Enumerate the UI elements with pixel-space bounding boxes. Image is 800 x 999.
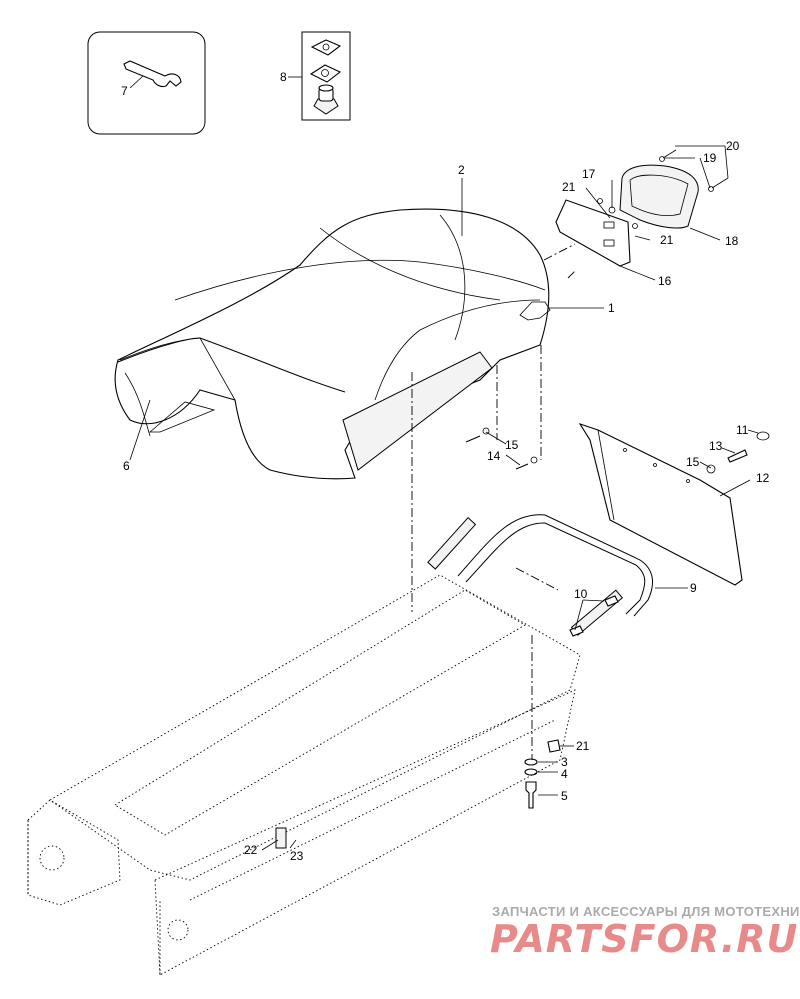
- seat: [114, 208, 550, 480]
- hardware-stack: [524, 739, 561, 809]
- label-17: 17: [582, 167, 596, 181]
- seat-fasteners: [465, 427, 538, 470]
- label-18: 18: [725, 234, 739, 248]
- callout-labels: 1 2 3 4 5 6 7 8 9 10 11 12 13 14 15 15 1…: [121, 70, 770, 863]
- label-13: 13: [709, 439, 723, 453]
- label-22: 22: [244, 843, 258, 857]
- label-15b: 15: [686, 455, 700, 469]
- inset-box-wrench: [87, 31, 206, 135]
- label-8: 8: [280, 70, 287, 84]
- seat-assembly: [114, 208, 551, 480]
- leader-lines: [129, 145, 759, 851]
- label-5: 5: [561, 789, 568, 803]
- label-21c: 21: [576, 739, 590, 753]
- label-4: 4: [561, 767, 568, 781]
- label-3: 3: [561, 755, 568, 769]
- watermark: ЗАПЧАСТИ И АКСЕССУАРЫ ДЛЯ МОТОТЕХНИКИ PA…: [490, 904, 800, 961]
- grab-handle: [457, 514, 653, 617]
- label-21b: 21: [660, 233, 674, 247]
- watermark-tagline: ЗАПЧАСТИ И АКСЕССУАРЫ ДЛЯ МОТОТЕХНИКИ: [492, 904, 800, 919]
- inset-box-latch: [288, 31, 351, 121]
- label-14: 14: [487, 449, 501, 463]
- label-12: 12: [756, 471, 770, 485]
- label-10: 10: [574, 587, 588, 601]
- label-9: 9: [690, 581, 697, 595]
- label-21a: 21: [562, 180, 576, 194]
- label-2: 2: [458, 163, 465, 177]
- label-16: 16: [658, 274, 672, 288]
- watermark-logo: PARTSFOR.RU: [490, 917, 798, 961]
- tail-light-lens: [619, 164, 699, 229]
- tunnel-frame: [27, 345, 581, 976]
- label-1: 1: [608, 301, 615, 315]
- label-11: 11: [736, 423, 749, 437]
- label-23: 23: [290, 849, 304, 863]
- spanner-wrench: [123, 60, 182, 88]
- label-20: 20: [726, 139, 740, 153]
- label-19: 19: [703, 151, 717, 165]
- mud-flap-assembly: [578, 422, 770, 586]
- tail-light-bracket: [555, 199, 631, 267]
- label-6: 6: [123, 459, 130, 473]
- label-7: 7: [121, 84, 128, 98]
- tail-light-assembly: [543, 149, 729, 279]
- grab-handle-assembly: [427, 514, 653, 637]
- mud-flap: [578, 422, 743, 586]
- label-15a: 15: [505, 438, 519, 452]
